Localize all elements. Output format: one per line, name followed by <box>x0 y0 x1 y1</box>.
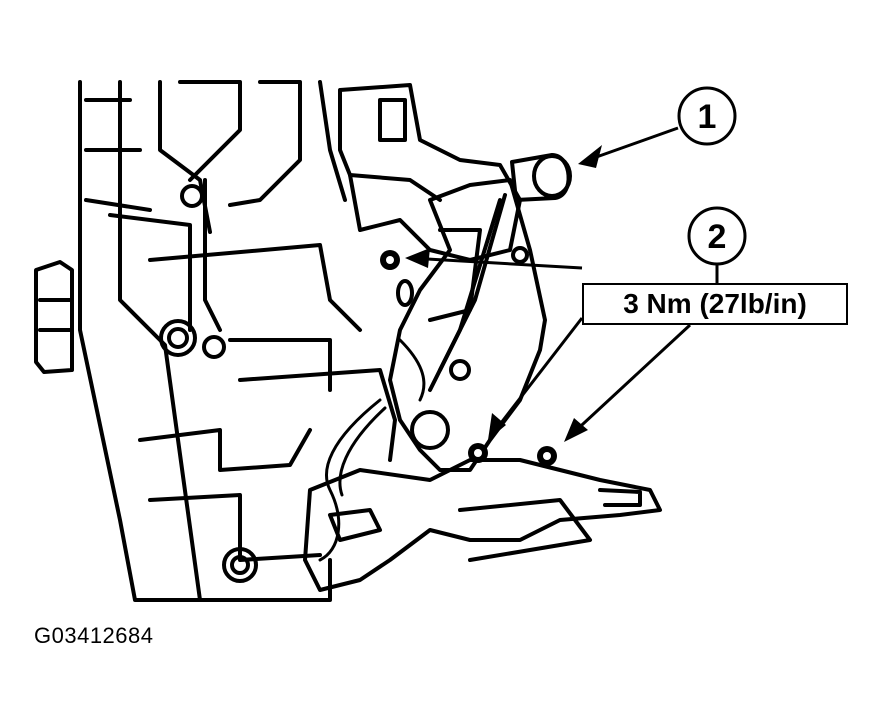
sensor-bracket-outline <box>338 83 522 262</box>
arrowhead-1 <box>578 145 602 168</box>
leader-line-upper-bolt <box>409 256 583 270</box>
bracket-plate-outline <box>303 458 662 592</box>
leader-line-lower-left <box>492 317 584 433</box>
arrowhead-upper-bolt <box>405 248 430 268</box>
callout-2: 2 <box>687 206 747 266</box>
wire-harness <box>318 398 382 562</box>
left-stub-outline <box>34 260 74 374</box>
leader-line-1 <box>587 126 679 162</box>
lever-arm-outline <box>388 178 547 472</box>
torque-spec-label: 3 Nm (27lb/in) <box>582 283 848 325</box>
callout-1: 1 <box>677 86 737 146</box>
arrowhead-lower-right <box>564 418 588 442</box>
callout-2-number: 2 <box>708 218 727 256</box>
leader-line-lower-right <box>568 323 692 438</box>
callout-1-number: 1 <box>698 98 717 136</box>
housing-outline <box>78 80 332 602</box>
arrowhead-lower-left <box>488 413 506 440</box>
figure-id: G03412684 <box>34 623 154 648</box>
